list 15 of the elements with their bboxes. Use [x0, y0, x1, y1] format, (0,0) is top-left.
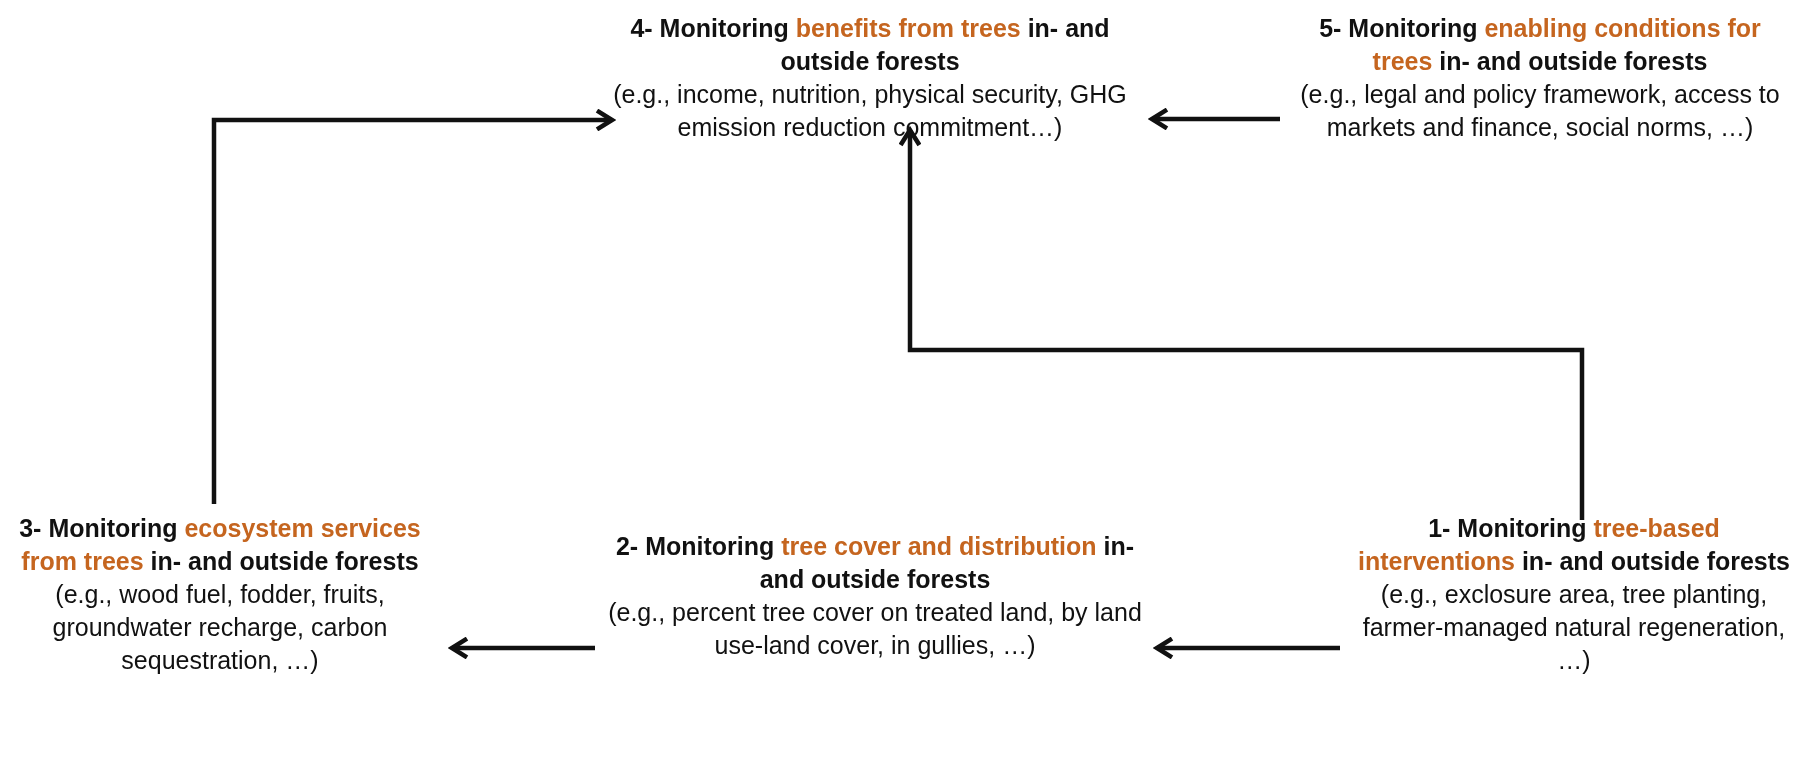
arrow [449, 636, 595, 660]
node-heading: 1- Monitoring tree-based interventions in- and outside forests [1357, 513, 1791, 577]
arrow [898, 127, 1585, 520]
arrow [1154, 636, 1340, 660]
node-heading: 2- Monitoring tree cover and distribution in- and outside forests [614, 531, 1136, 595]
node-description: (e.g., legal and policy framework, access to markets and finance, social norms, …) [1299, 79, 1781, 143]
node-heading: 3- Monitoring ecosystem services from trees in- and outside forests [18, 513, 422, 577]
arrow [1149, 107, 1280, 131]
node-heading: 4- Monitoring benefits from trees in- and outside forests [629, 13, 1111, 77]
arrow [211, 108, 615, 504]
node-description: (e.g., income, nutrition, physical security, GHG emission reduction commitment…) [612, 79, 1128, 143]
node-description: (e.g., wood fuel, fodder, fruits, groundwater recharge, carbon sequestration, …) [51, 579, 389, 676]
node-description: (e.g., exclosure area, tree planting, farmer-managed natural regeneration, …) [1361, 579, 1787, 676]
node-description: (e.g., percent tree cover on treated land, by land use-land cover, in gullies, …) [607, 597, 1143, 661]
node-heading: 5- Monitoring enabling conditions for trees in- and outside forests [1318, 13, 1762, 77]
